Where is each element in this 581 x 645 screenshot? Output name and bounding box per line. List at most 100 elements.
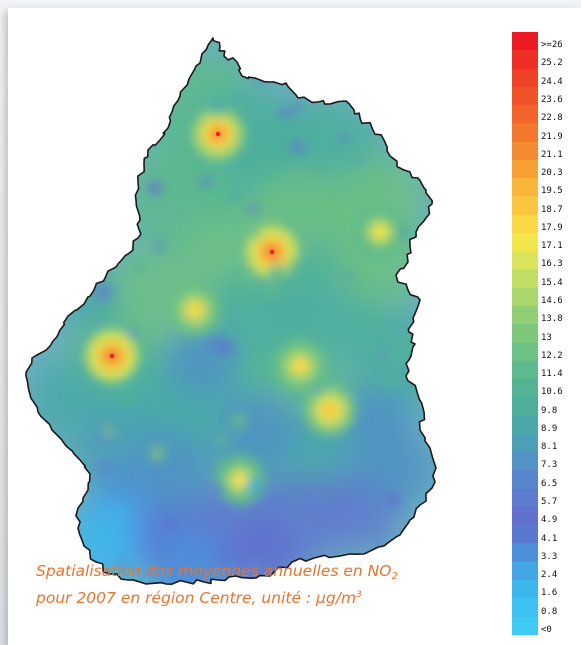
legend-swatch	[512, 32, 538, 51]
legend-label: 9.8	[541, 405, 558, 416]
legend-label: 23.6	[541, 94, 563, 105]
legend-label: 11.4	[541, 369, 563, 380]
legend-swatch	[512, 305, 538, 325]
texture-speckle	[216, 545, 234, 562]
texture-speckle	[61, 139, 77, 155]
texture-speckle	[340, 134, 349, 143]
texture-speckle	[101, 425, 115, 439]
texture-speckle	[402, 324, 409, 331]
texture-speckle	[289, 310, 307, 328]
legend-swatch	[512, 616, 538, 635]
legend-label: 8.1	[541, 442, 558, 453]
texture-speckle	[209, 98, 228, 117]
legend-swatch	[512, 159, 538, 179]
texture-speckle	[246, 277, 254, 285]
legend-swatch	[512, 50, 538, 69]
texture-speckle	[253, 231, 261, 240]
texture-speckle	[248, 204, 259, 215]
legend-swatch	[512, 196, 538, 215]
legend-swatch	[512, 287, 538, 306]
legend-swatch	[512, 178, 538, 197]
legend-swatch	[512, 251, 538, 270]
legend-label: >=26	[541, 40, 563, 51]
region-border	[25, 37, 437, 585]
texture-speckle	[175, 80, 183, 88]
texture-speckle	[279, 107, 291, 119]
legend-label: 8.9	[541, 423, 558, 434]
concentration-patch	[130, 430, 210, 510]
legend-swatch	[512, 579, 538, 599]
texture-speckle	[269, 263, 285, 279]
legend-swatch	[512, 232, 538, 252]
texture-speckle	[232, 346, 241, 355]
legend-label: 1.6	[541, 588, 558, 599]
texture-speckle	[147, 180, 163, 196]
legend-swatch	[512, 214, 538, 233]
texture-speckle	[319, 311, 329, 321]
texture-speckle	[290, 139, 305, 155]
texture-speckle	[229, 189, 240, 201]
texture-speckle	[115, 557, 128, 569]
legend-label: 21.9	[541, 131, 563, 142]
legend-swatch	[512, 360, 538, 380]
legend-label: 13	[541, 332, 552, 343]
legend-label: <0	[541, 624, 552, 635]
hotspot-core	[215, 131, 221, 137]
texture-speckle	[232, 283, 250, 301]
legend-label: 24.4	[541, 76, 563, 87]
texture-speckle	[216, 319, 224, 327]
legend-label: 4.9	[541, 515, 558, 526]
legend-label: 10.6	[541, 387, 563, 398]
texture-speckle	[155, 358, 164, 367]
texture-speckle	[140, 506, 152, 518]
legend-label: 22.8	[541, 113, 563, 124]
texture-speckle	[245, 477, 262, 494]
legend-label: 21.1	[541, 149, 563, 160]
legend-swatch	[512, 68, 538, 87]
texture-speckle	[203, 338, 218, 353]
legend-label: 6.5	[541, 478, 558, 489]
texture-speckle	[211, 252, 225, 265]
legend-swatch	[512, 433, 538, 453]
legend-label: 17.1	[541, 241, 563, 252]
hotspot-core	[269, 249, 275, 255]
texture-speckle	[78, 243, 88, 253]
legend-swatch	[512, 141, 538, 160]
legend-label: 7.3	[541, 460, 558, 471]
texture-speckle	[345, 272, 353, 280]
texture-speckle	[217, 434, 228, 445]
texture-speckle	[163, 517, 177, 531]
texture-speckle	[117, 85, 125, 93]
texture-speckle	[127, 328, 137, 339]
legend-swatch	[512, 105, 538, 124]
texture-speckle	[72, 248, 85, 261]
texture-speckle	[103, 176, 115, 188]
legend-label: 14.6	[541, 295, 563, 306]
legend-swatch	[512, 397, 538, 416]
texture-speckle	[378, 350, 386, 358]
legend-swatch	[512, 123, 538, 142]
texture-speckle	[96, 458, 114, 475]
hotspot-glow	[292, 358, 308, 374]
legend-swatch	[512, 86, 538, 106]
legend-swatch	[512, 415, 538, 434]
color-scale-bar	[512, 32, 538, 635]
legend-swatch	[512, 506, 538, 526]
legend-label: 0.8	[541, 606, 558, 617]
hotspot-glow	[322, 402, 338, 418]
legend-label: 16.3	[541, 259, 563, 270]
legend-swatch	[512, 342, 538, 361]
texture-speckle	[287, 258, 303, 274]
texture-speckle	[130, 259, 145, 274]
texture-speckle	[215, 338, 233, 356]
texture-speckle	[70, 269, 85, 284]
texture-speckle	[217, 499, 231, 513]
legend-label: 15.4	[541, 277, 563, 288]
legend-label: 18.7	[541, 204, 563, 215]
texture-speckle	[233, 91, 243, 101]
concentration-patch	[220, 390, 300, 470]
texture-speckle	[386, 492, 402, 508]
legend-label: 25.2	[541, 58, 563, 69]
